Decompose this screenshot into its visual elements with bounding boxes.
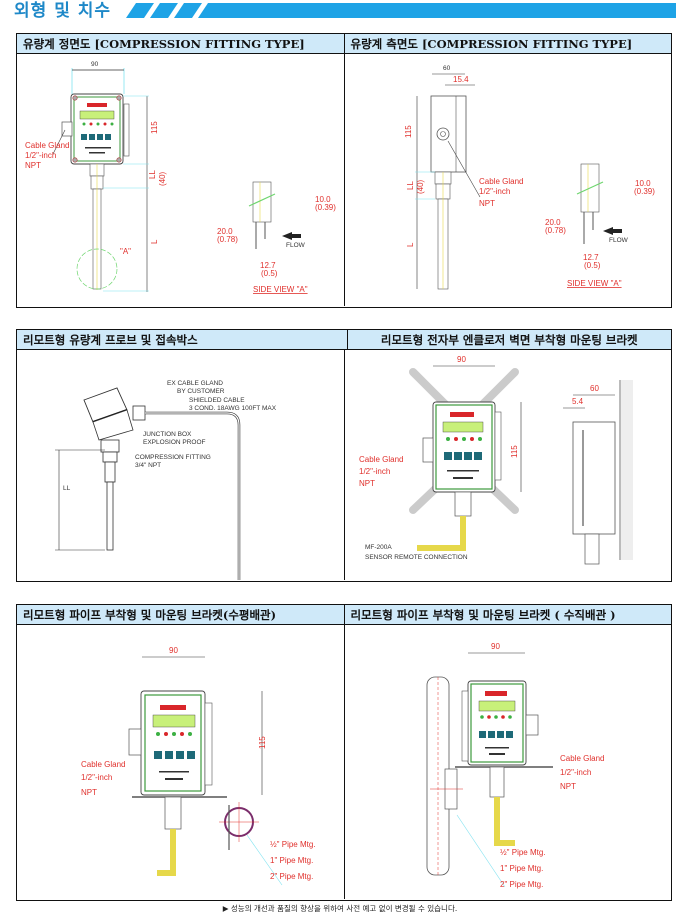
conn-label-1: MF-200A bbox=[365, 544, 392, 551]
panel-row-2: 리모트형 유량계 프로브 및 접속박스 리모트형 전자부 엔클로저 벽면 부착형… bbox=[16, 329, 672, 582]
gland-label-3: NPT bbox=[479, 199, 495, 208]
panel-row-1: 유량계 정면도 [COMPRESSION FITTING TYPE] 유량계 측… bbox=[16, 33, 672, 308]
section-title: 외형 및 치수 bbox=[14, 1, 112, 21]
pipe-horizontal-svg: 90 115 Cable Gland bbox=[81, 646, 316, 886]
dim-l: L bbox=[150, 239, 159, 244]
dim-width: 60 bbox=[443, 65, 451, 72]
gland-label-1: Cable Gland bbox=[479, 177, 523, 186]
dim-20: 20.0 bbox=[545, 218, 561, 227]
gland-label-1: Cable Gland bbox=[25, 141, 69, 150]
dim-10: 10.0 bbox=[635, 179, 651, 188]
panel-title-pipe-vertical: 리모트형 파이프 부착형 및 마운팅 브라켓 ( 수직배관 ) bbox=[343, 605, 671, 624]
ex-gland-label-1: EX CABLE GLAND bbox=[167, 380, 223, 387]
panel-title-side-view: 유량계 측면도 [COMPRESSION FITTING TYPE] bbox=[343, 34, 671, 53]
dim-ll: LL bbox=[148, 170, 157, 179]
gland-label-2: 1/2"-inch bbox=[25, 151, 56, 160]
panel-title-front-view: 유량계 정면도 [COMPRESSION FITTING TYPE] bbox=[17, 34, 344, 53]
side-view-a-label: SIDE VIEW "A" bbox=[567, 279, 622, 288]
dim-ll: LL bbox=[406, 181, 415, 190]
pipe-label-3: 2" Pipe Mtg. bbox=[500, 880, 543, 889]
dim-10-in: (0.39) bbox=[634, 187, 655, 196]
gland-label-1: Cable Gland bbox=[359, 455, 403, 464]
gland-label-3: NPT bbox=[359, 479, 375, 488]
remote-probe-svg: LL EX CABLE GLAND BY CUSTOMER SHIELDED C… bbox=[55, 380, 277, 580]
dim-ll-paren: (40) bbox=[416, 179, 425, 194]
dim-width: 90 bbox=[457, 355, 466, 364]
dim-10-in: (0.39) bbox=[315, 203, 336, 212]
side-view-drawing: 60 15.4 115 LL (40) L Cable Gland bbox=[343, 54, 672, 306]
pipe-vertical-drawing: 90 Cable Gland 1/2"-inch bbox=[343, 625, 672, 899]
wall-mount-drawing: 90 115 Cable Gland 1/2" bbox=[343, 350, 672, 580]
dim-height: 115 bbox=[150, 121, 159, 134]
dim-ll-paren: (40) bbox=[158, 171, 167, 186]
dim-20-in: (0.78) bbox=[545, 226, 566, 235]
gland-label-2: 1/2"-inch bbox=[479, 187, 510, 196]
dim-depth: 60 bbox=[590, 384, 599, 393]
jbox-label-2: EXPLOSION PROOF bbox=[143, 439, 206, 446]
pipe-label-3: 2" Pipe Mtg. bbox=[270, 872, 313, 881]
dim-20: 20.0 bbox=[217, 227, 233, 236]
side-view-a-label: SIDE VIEW "A" bbox=[253, 285, 308, 294]
cable-label-2: 3 COND. 18AWG 100FT MAX bbox=[189, 405, 277, 412]
gland-label-3: NPT bbox=[560, 782, 576, 791]
ex-gland-label-2: BY CUSTOMER bbox=[177, 388, 225, 395]
panel-title-pipe-horizontal: 리모트형 파이프 부착형 및 마운팅 브라켓(수평배관) bbox=[17, 605, 344, 624]
meter-enclosure bbox=[61, 93, 130, 165]
detail-a-label: "A" bbox=[120, 247, 131, 256]
panel-title-remote-probe: 리모트형 유량계 프로브 및 접속박스 bbox=[17, 330, 347, 349]
flow-label: FLOW bbox=[286, 242, 306, 249]
pipe-label-2: 1" Pipe Mtg. bbox=[500, 864, 543, 873]
dim-height: 115 bbox=[258, 736, 267, 749]
dim-ll: LL bbox=[63, 485, 71, 492]
dim-height: 115 bbox=[404, 125, 413, 138]
pipe-label-1: ½" Pipe Mtg. bbox=[270, 840, 316, 849]
dim-12: 12.7 bbox=[583, 253, 599, 262]
pipe-horizontal-drawing: 90 115 Cable Gland bbox=[17, 625, 344, 899]
dim-width: 90 bbox=[491, 642, 500, 651]
fitting-label-2: 3/4" NPT bbox=[135, 462, 161, 469]
section-title-bar: 외형 및 치수 bbox=[0, 0, 680, 22]
gland-label-1: Cable Gland bbox=[560, 754, 604, 763]
pipe-vertical-svg: 90 Cable Gland 1/2"-inch bbox=[426, 642, 604, 889]
dim-offset: 15.4 bbox=[453, 75, 469, 84]
cable-label-1: SHIELDED CABLE bbox=[189, 397, 245, 404]
gland-label-1: Cable Gland bbox=[81, 760, 125, 769]
conn-label-2: SENSOR REMOTE CONNECTION bbox=[365, 554, 468, 561]
dim-width: 90 bbox=[169, 646, 178, 655]
panel-title-wall-mount: 리모트형 전자부 엔클로저 벽면 부착형 마운팅 브라켓 bbox=[346, 330, 671, 349]
wall-mount-svg: 90 115 Cable Gland 1/2" bbox=[359, 355, 633, 565]
pipe-label-1: ½" Pipe Mtg. bbox=[500, 848, 546, 857]
gland-label-3: NPT bbox=[25, 161, 41, 170]
gland-label-2: 1/2"-inch bbox=[560, 768, 591, 777]
dim-12: 12.7 bbox=[260, 261, 276, 270]
fitting-label-1: COMPRESSION FITTING bbox=[135, 454, 211, 461]
dim-offset: 5.4 bbox=[572, 397, 584, 406]
side-view-svg: 60 15.4 115 LL (40) L Cable Gland bbox=[404, 65, 655, 290]
dim-12-in: (0.5) bbox=[584, 261, 601, 270]
title-stripe-decoration bbox=[126, 3, 676, 18]
gland-label-2: 1/2"-inch bbox=[359, 467, 390, 476]
footnote: ▶ 성능의 개선과 품질의 향상을 위하여 사전 예고 없이 변경될 수 있습니… bbox=[222, 904, 458, 913]
dim-12-in: (0.5) bbox=[261, 269, 278, 278]
pipe-label-2: 1" Pipe Mtg. bbox=[270, 856, 313, 865]
dim-height: 115 bbox=[510, 445, 519, 458]
gland-label-3: NPT bbox=[81, 788, 97, 797]
jbox-label-1: JUNCTION BOX bbox=[143, 431, 192, 438]
dim-width: 90 bbox=[91, 61, 99, 68]
dim-l: L bbox=[406, 242, 415, 247]
junction-box bbox=[83, 387, 146, 453]
dim-20-in: (0.78) bbox=[217, 235, 238, 244]
flow-label: FLOW bbox=[609, 237, 629, 244]
dim-10: 10.0 bbox=[315, 195, 331, 204]
panel-row-3: 리모트형 파이프 부착형 및 마운팅 브라켓(수평배관) 리모트형 파이프 부착… bbox=[16, 604, 672, 901]
remote-probe-drawing: LL EX CABLE GLAND BY CUSTOMER SHIELDED C… bbox=[17, 350, 344, 580]
front-view-svg: 90 bbox=[25, 61, 336, 294]
gland-label-2: 1/2"-inch bbox=[81, 773, 112, 782]
front-view-drawing: 90 bbox=[17, 54, 344, 306]
